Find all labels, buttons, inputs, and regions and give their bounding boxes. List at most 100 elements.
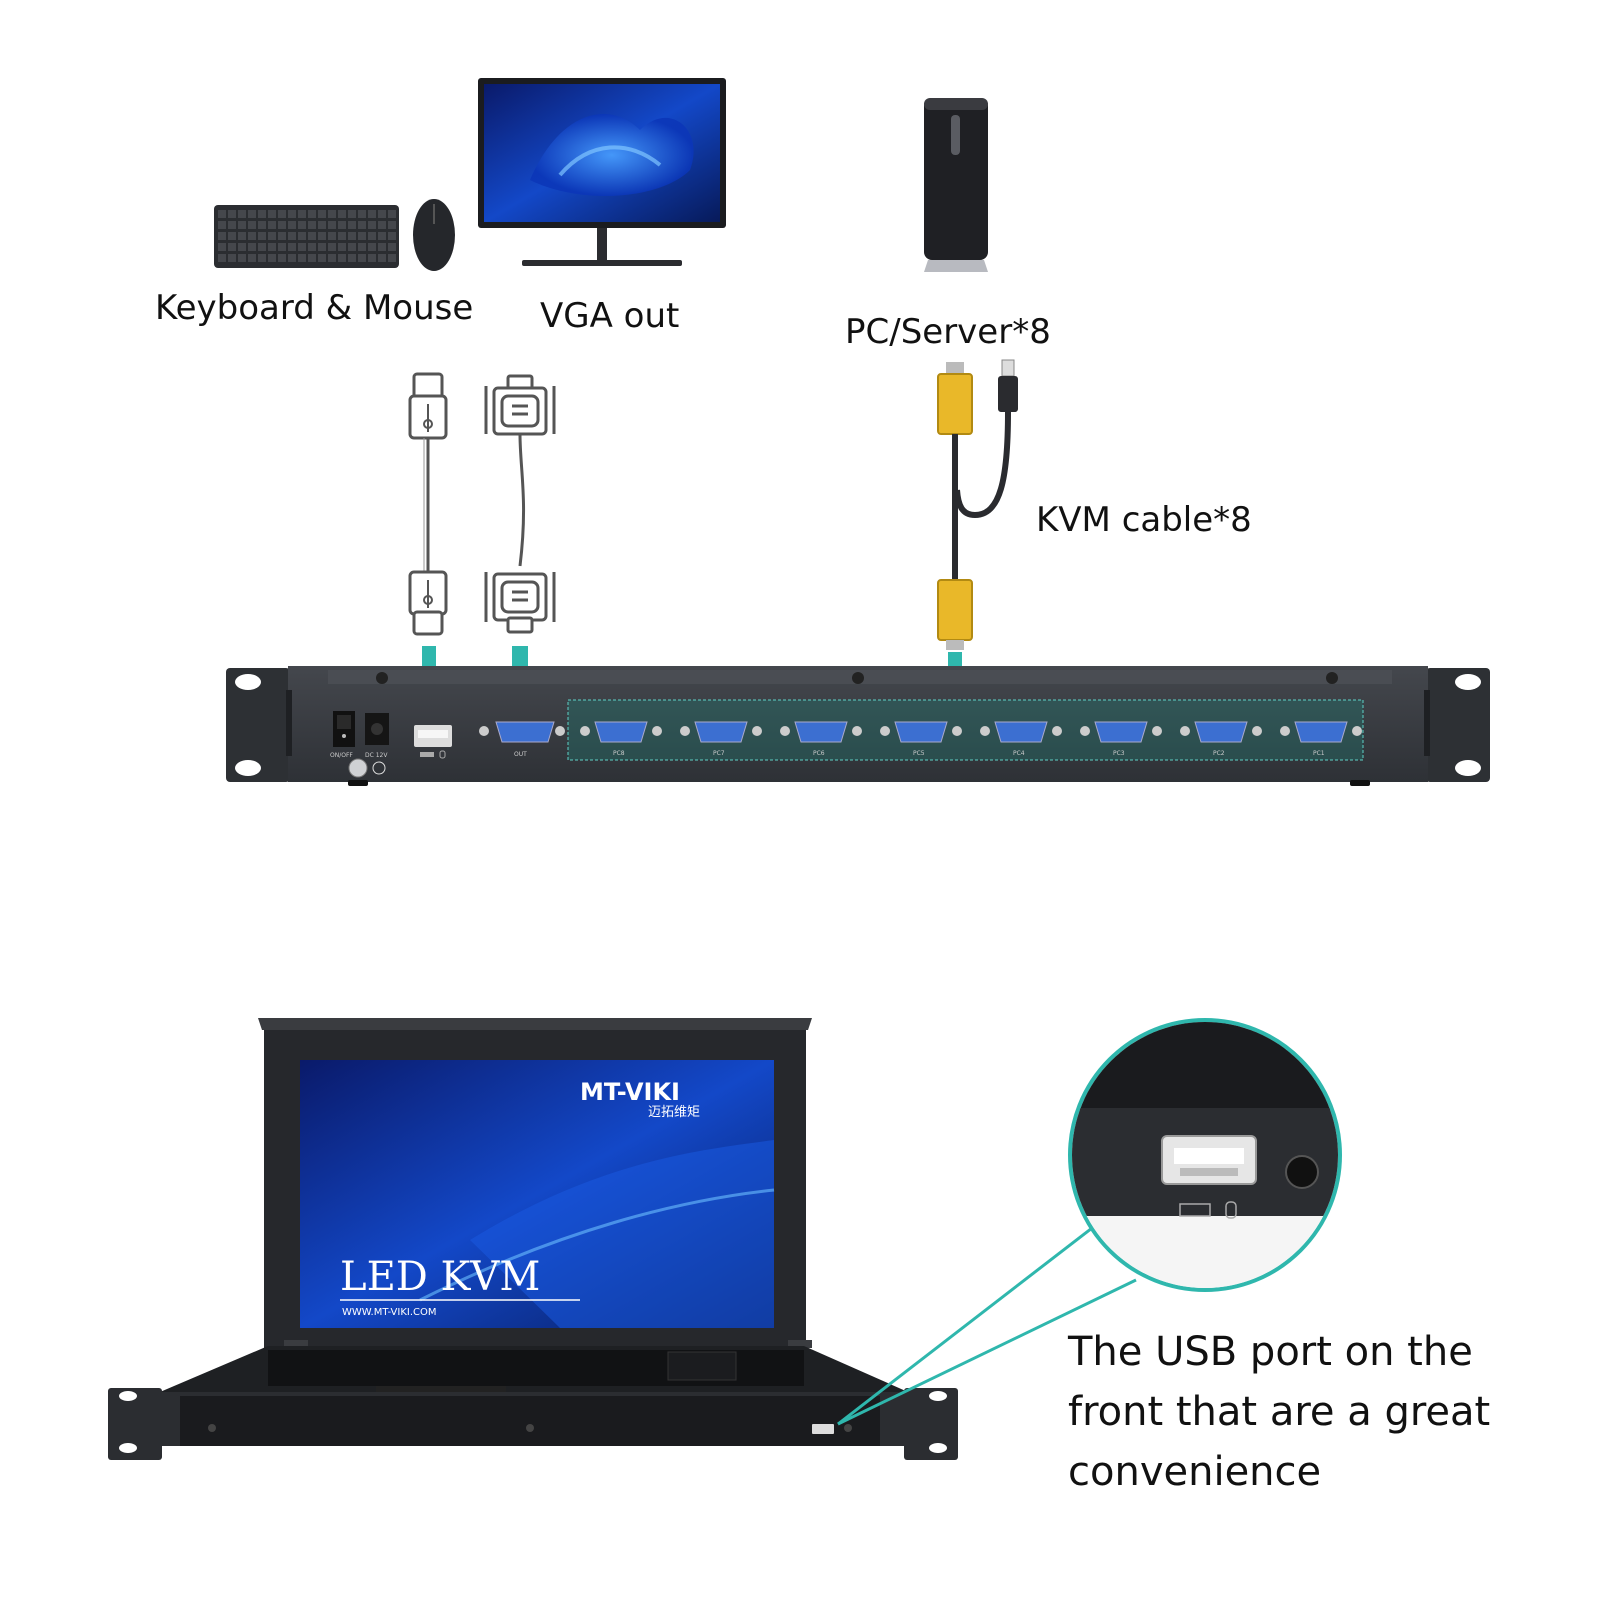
dc-label: DC 12V: [365, 752, 388, 759]
keyboard-key: [348, 254, 356, 262]
pc-port-label: PC6: [813, 750, 825, 757]
keyboard-key: [318, 210, 326, 218]
keyboard-key: [248, 254, 256, 262]
pc-port-pc1: PC1: [1280, 721, 1362, 757]
keyboard-key: [328, 254, 336, 262]
keyboard-key: [288, 254, 296, 262]
keyboard-mouse-label: Keyboard & Mouse: [155, 288, 474, 328]
keyboard-key: [258, 254, 266, 262]
keyboard-key: [278, 243, 286, 251]
keyboard-key: [248, 210, 256, 218]
pc-port-pc4: PC4: [980, 721, 1062, 757]
mouse-image: [413, 199, 455, 271]
keyboard-key: [278, 221, 286, 229]
pc-server-image: [924, 98, 988, 272]
keyboard-key: [338, 243, 346, 251]
vga-out-port: [479, 721, 565, 743]
keyboard-key: [228, 243, 236, 251]
keyboard-key: [288, 243, 296, 251]
pc-server-label: PC/Server*8: [845, 312, 1051, 352]
keyboard-key: [288, 210, 296, 218]
usb-note-line-3: convenience: [1068, 1449, 1322, 1495]
keyboard-key: [338, 210, 346, 218]
keyboard-key: [308, 210, 316, 218]
keyboard-key: [228, 210, 236, 218]
monitor-image: [478, 78, 726, 266]
screen-title: LED KVM: [340, 1254, 540, 1300]
vga-pins-icon: [512, 404, 528, 602]
keyboard-key: [388, 221, 396, 229]
pc-port-label: PC1: [1313, 750, 1325, 757]
keyboard-key: [358, 254, 366, 262]
keyboard-key: [228, 221, 236, 229]
pc-port-pc5: PC5: [880, 721, 962, 757]
keyboard-key: [318, 243, 326, 251]
keyboard-key: [218, 210, 226, 218]
keyboard-key: [298, 243, 306, 251]
usb-zoom-callout: [837, 1018, 1342, 1426]
keyboard-key: [288, 221, 296, 229]
mouse-symbol-icon: [1225, 1201, 1237, 1219]
lcd-kvm-console: MT-VIKI 迈拓维矩 LED KVM WWW.MT-VIKI.COM: [108, 1018, 958, 1460]
keyboard-symbol-icon: [1179, 1203, 1211, 1217]
keyboard-key: [218, 243, 226, 251]
pc-port-pc2: PC2: [1180, 721, 1262, 757]
keyboard-key: [388, 243, 396, 251]
pc-port-label: PC3: [1113, 750, 1125, 757]
keyboard-key: [238, 232, 246, 240]
keyboard-key: [378, 243, 386, 251]
keyboard-key: [318, 254, 326, 262]
rear-usb-port: [414, 725, 452, 759]
keyboard-key: [238, 254, 246, 262]
keyboard-key: [298, 221, 306, 229]
keyboard-key: [258, 221, 266, 229]
keyboard-image: [214, 205, 399, 268]
keyboard-key: [388, 232, 396, 240]
keyboard-key: [378, 254, 386, 262]
keyboard-key: [248, 221, 256, 229]
usb-note-line-1: The USB port on the: [1068, 1329, 1473, 1375]
keyboard-key: [348, 243, 356, 251]
kvm-cable-image: [937, 359, 1018, 650]
keyboard-key: [328, 243, 336, 251]
keyboard-key: [298, 254, 306, 262]
keyboard-key: [218, 232, 226, 240]
dc-jack: [365, 713, 389, 745]
keyboard-key: [268, 254, 276, 262]
pc-port-label: PC4: [1013, 750, 1025, 757]
keyboard-key: [328, 210, 336, 218]
ground-screw: [348, 758, 368, 778]
keyboard-key: [278, 254, 286, 262]
keyboard-key: [368, 232, 376, 240]
keyboard-key: [328, 232, 336, 240]
keyboard-key: [248, 243, 256, 251]
screen-brand: MT-VIKI: [580, 1078, 680, 1106]
keyboard-key: [258, 232, 266, 240]
keyboard-keys: [218, 210, 396, 262]
keyboard-key: [218, 221, 226, 229]
screen-url: WWW.MT-VIKI.COM: [342, 1307, 437, 1318]
keyboard-key: [388, 254, 396, 262]
keyboard-key: [218, 254, 226, 262]
power-switch: [333, 711, 355, 747]
keyboard-key: [348, 210, 356, 218]
keyboard-key: [348, 221, 356, 229]
keyboard-key: [228, 254, 236, 262]
pc-port-pc3: PC3: [1080, 721, 1162, 757]
keyboard-key: [368, 254, 376, 262]
keyboard-key: [268, 232, 276, 240]
keyboard-key: [368, 210, 376, 218]
screw-icon: [1285, 1155, 1319, 1189]
keyboard-key: [258, 243, 266, 251]
screen-brand-cn: 迈拓维矩: [648, 1105, 700, 1120]
keyboard-key: [378, 221, 386, 229]
keyboard-key: [348, 232, 356, 240]
keyboard-key: [278, 210, 286, 218]
pc-port-label: PC8: [613, 750, 625, 757]
keyboard-key: [338, 232, 346, 240]
switch-label: ON/OFF: [330, 752, 353, 759]
keyboard-key: [308, 243, 316, 251]
